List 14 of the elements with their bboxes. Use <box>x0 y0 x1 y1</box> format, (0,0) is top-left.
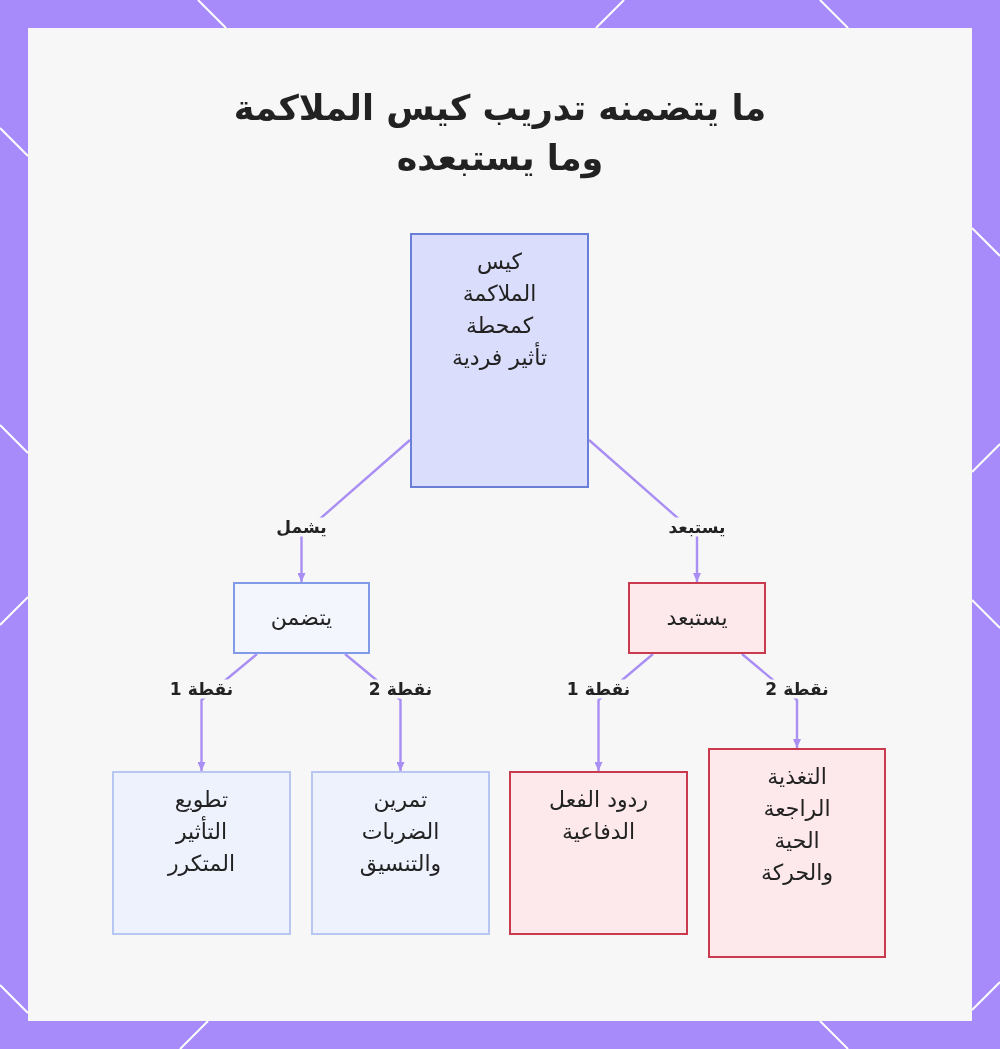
title: ما يتضمنه تدريب كيس الملاكمة وما يستبعده <box>232 87 768 181</box>
item-box: تمرين الضربات والتنسيق <box>311 771 490 935</box>
item-box: تطويع التأثير المتكرر <box>112 771 291 935</box>
edge-label: يشمل <box>276 517 327 537</box>
edge-label: نقطة 2 <box>765 679 829 699</box>
item-box: ردود الفعل الدفاعية <box>509 771 688 935</box>
edge-label: نقطة 1 <box>169 679 234 699</box>
edge-label: يستبعد <box>668 517 726 537</box>
edge-label: نقطة 1 <box>566 679 631 699</box>
category-box: يتضمن <box>233 582 370 654</box>
item-box: التغذية الراجعة الحية والحركة <box>708 748 886 958</box>
topic-box: كيس الملاكمة كمحطة تأثير فردية <box>410 233 589 488</box>
category-box: يستبعد <box>628 582 766 654</box>
edge-label: نقطة 2 <box>368 679 433 699</box>
